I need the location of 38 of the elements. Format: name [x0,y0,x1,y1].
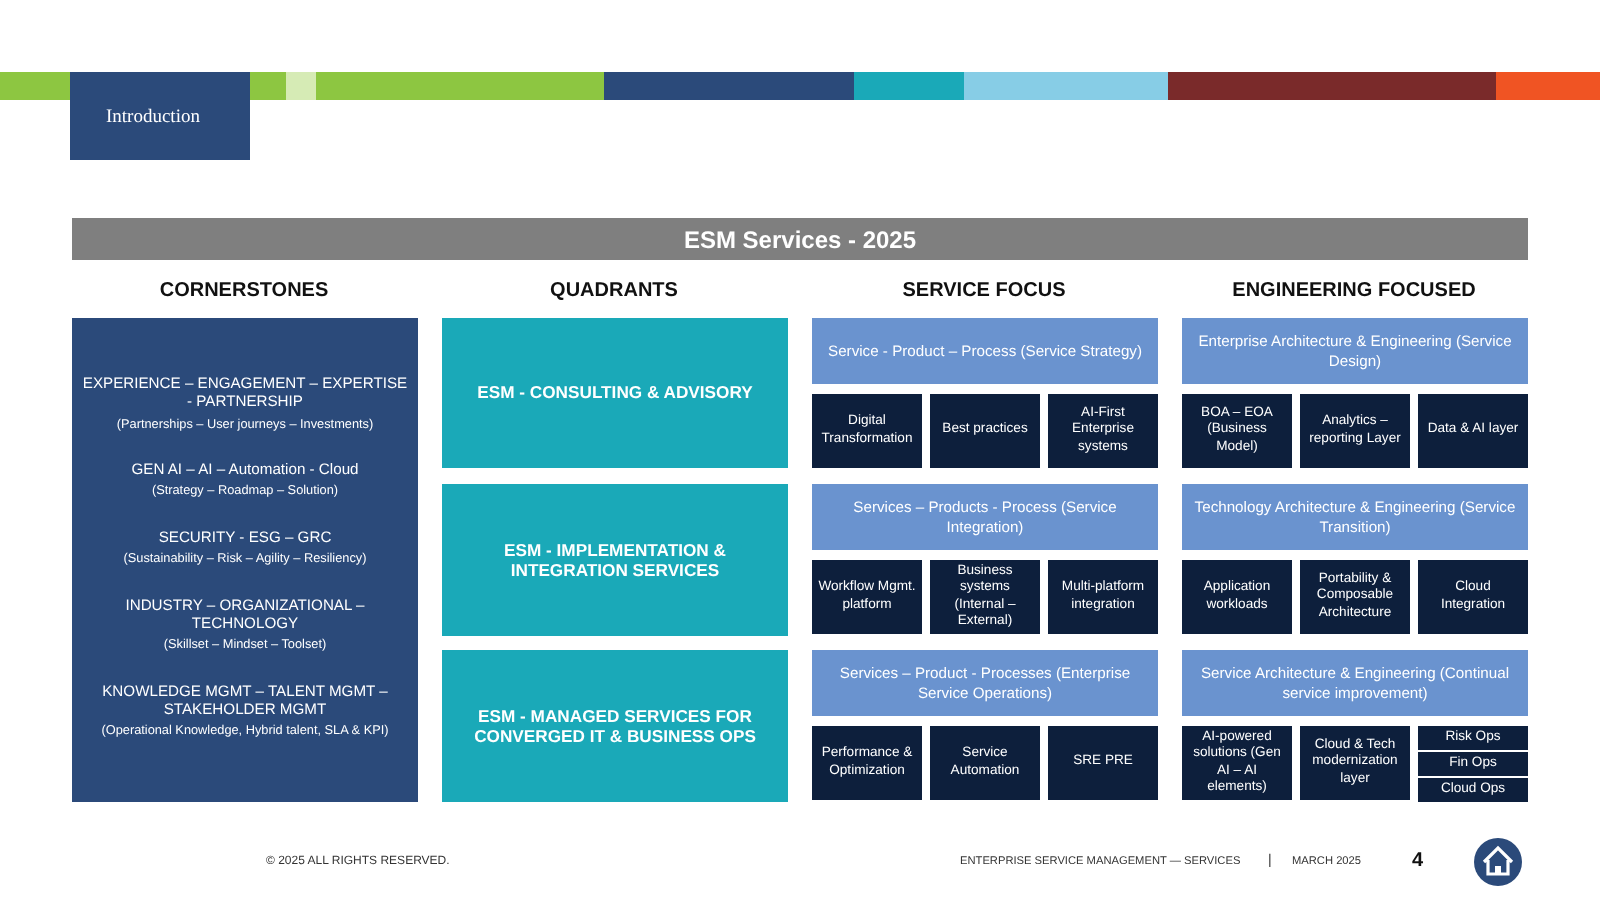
service-header-box [1182,484,1528,550]
service-box [930,560,1040,634]
quadrant-box [442,650,788,802]
service-box [1182,560,1292,634]
service-box [1048,394,1158,468]
service-box [1300,560,1410,634]
service-header-box [1182,318,1528,384]
service-box [812,394,922,468]
ops-box [1418,752,1528,776]
service-box [812,726,922,800]
service-header-box [812,318,1158,384]
quadrant-box [442,318,788,468]
service-header-box [1182,650,1528,716]
service-box [1048,726,1158,800]
quadrant-box [442,484,788,636]
service-box [1300,726,1410,800]
box-text: ESM - MANAGED SERVICES FOR CONVERGED IT & BUSINESS OPS [472,705,758,747]
box-text: ESM - CONSULTING & ADVISORY [477,382,753,404]
service-box [930,726,1040,800]
section-tab-label: Introduction [106,108,200,128]
service-box [930,394,1040,468]
service-box [1418,394,1528,468]
service-box [1300,394,1410,468]
service-box [1418,560,1528,634]
ops-box [1418,778,1528,802]
column-header: SERVICE FOCUS [902,280,1066,302]
service-header-box [812,484,1158,550]
service-header-box [812,650,1158,716]
service-box [1182,394,1292,468]
service-box [812,560,922,634]
cornerstones-panel [72,318,418,802]
page-number: 4 [1412,850,1424,872]
service-box [1048,560,1158,634]
column-header: ENGINEERING FOCUSED [1232,280,1476,302]
box-text: ESM - IMPLEMENTATION & INTEGRATION SERVICES [502,539,728,581]
title-banner: ESM Services - 2025 [72,218,1528,260]
ops-box [1418,726,1528,750]
column-header: CORNERSTONES [159,280,329,302]
